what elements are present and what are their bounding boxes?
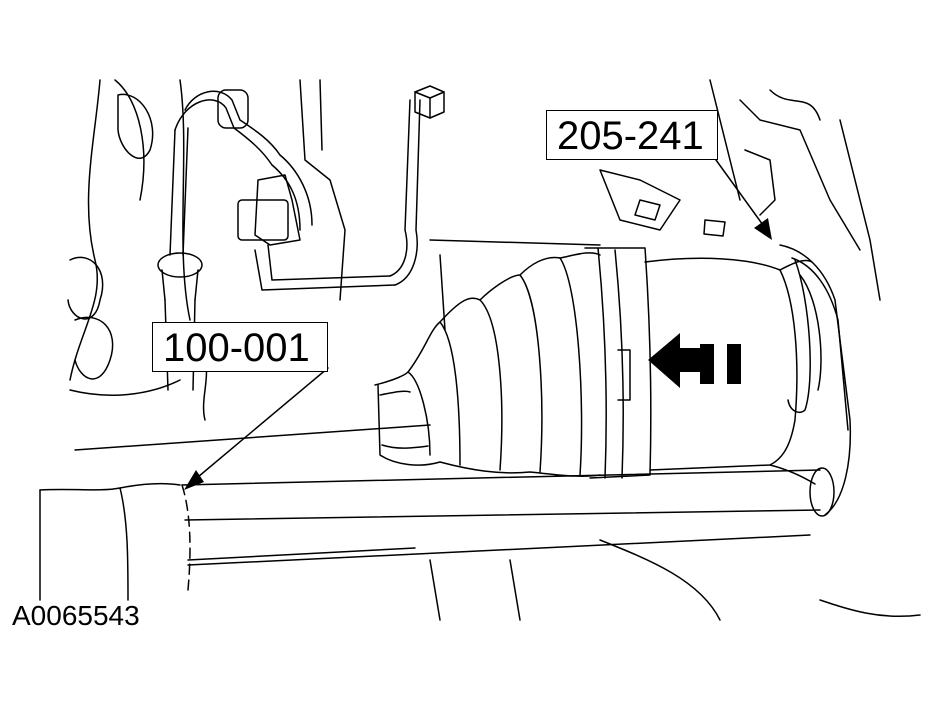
bolt (414, 85, 445, 119)
tool-callout-205-241: 205-241 (546, 110, 718, 160)
engine-background (67, 79, 208, 421)
leader-arrow-100-001 (184, 367, 329, 490)
leader-arrow-205-241 (715, 159, 772, 240)
brake-lines (157, 79, 421, 391)
subframe-background (429, 79, 921, 621)
boot-clamp (584, 247, 652, 479)
cv-boot (374, 252, 601, 477)
direction-arrow (648, 333, 741, 388)
figure-id: A0065543 (12, 600, 140, 631)
halfshaft (74, 424, 835, 566)
cv-housing (644, 244, 852, 516)
shaft-stub (39, 482, 191, 601)
tool-callout-100-001: 100-001 (152, 322, 328, 372)
